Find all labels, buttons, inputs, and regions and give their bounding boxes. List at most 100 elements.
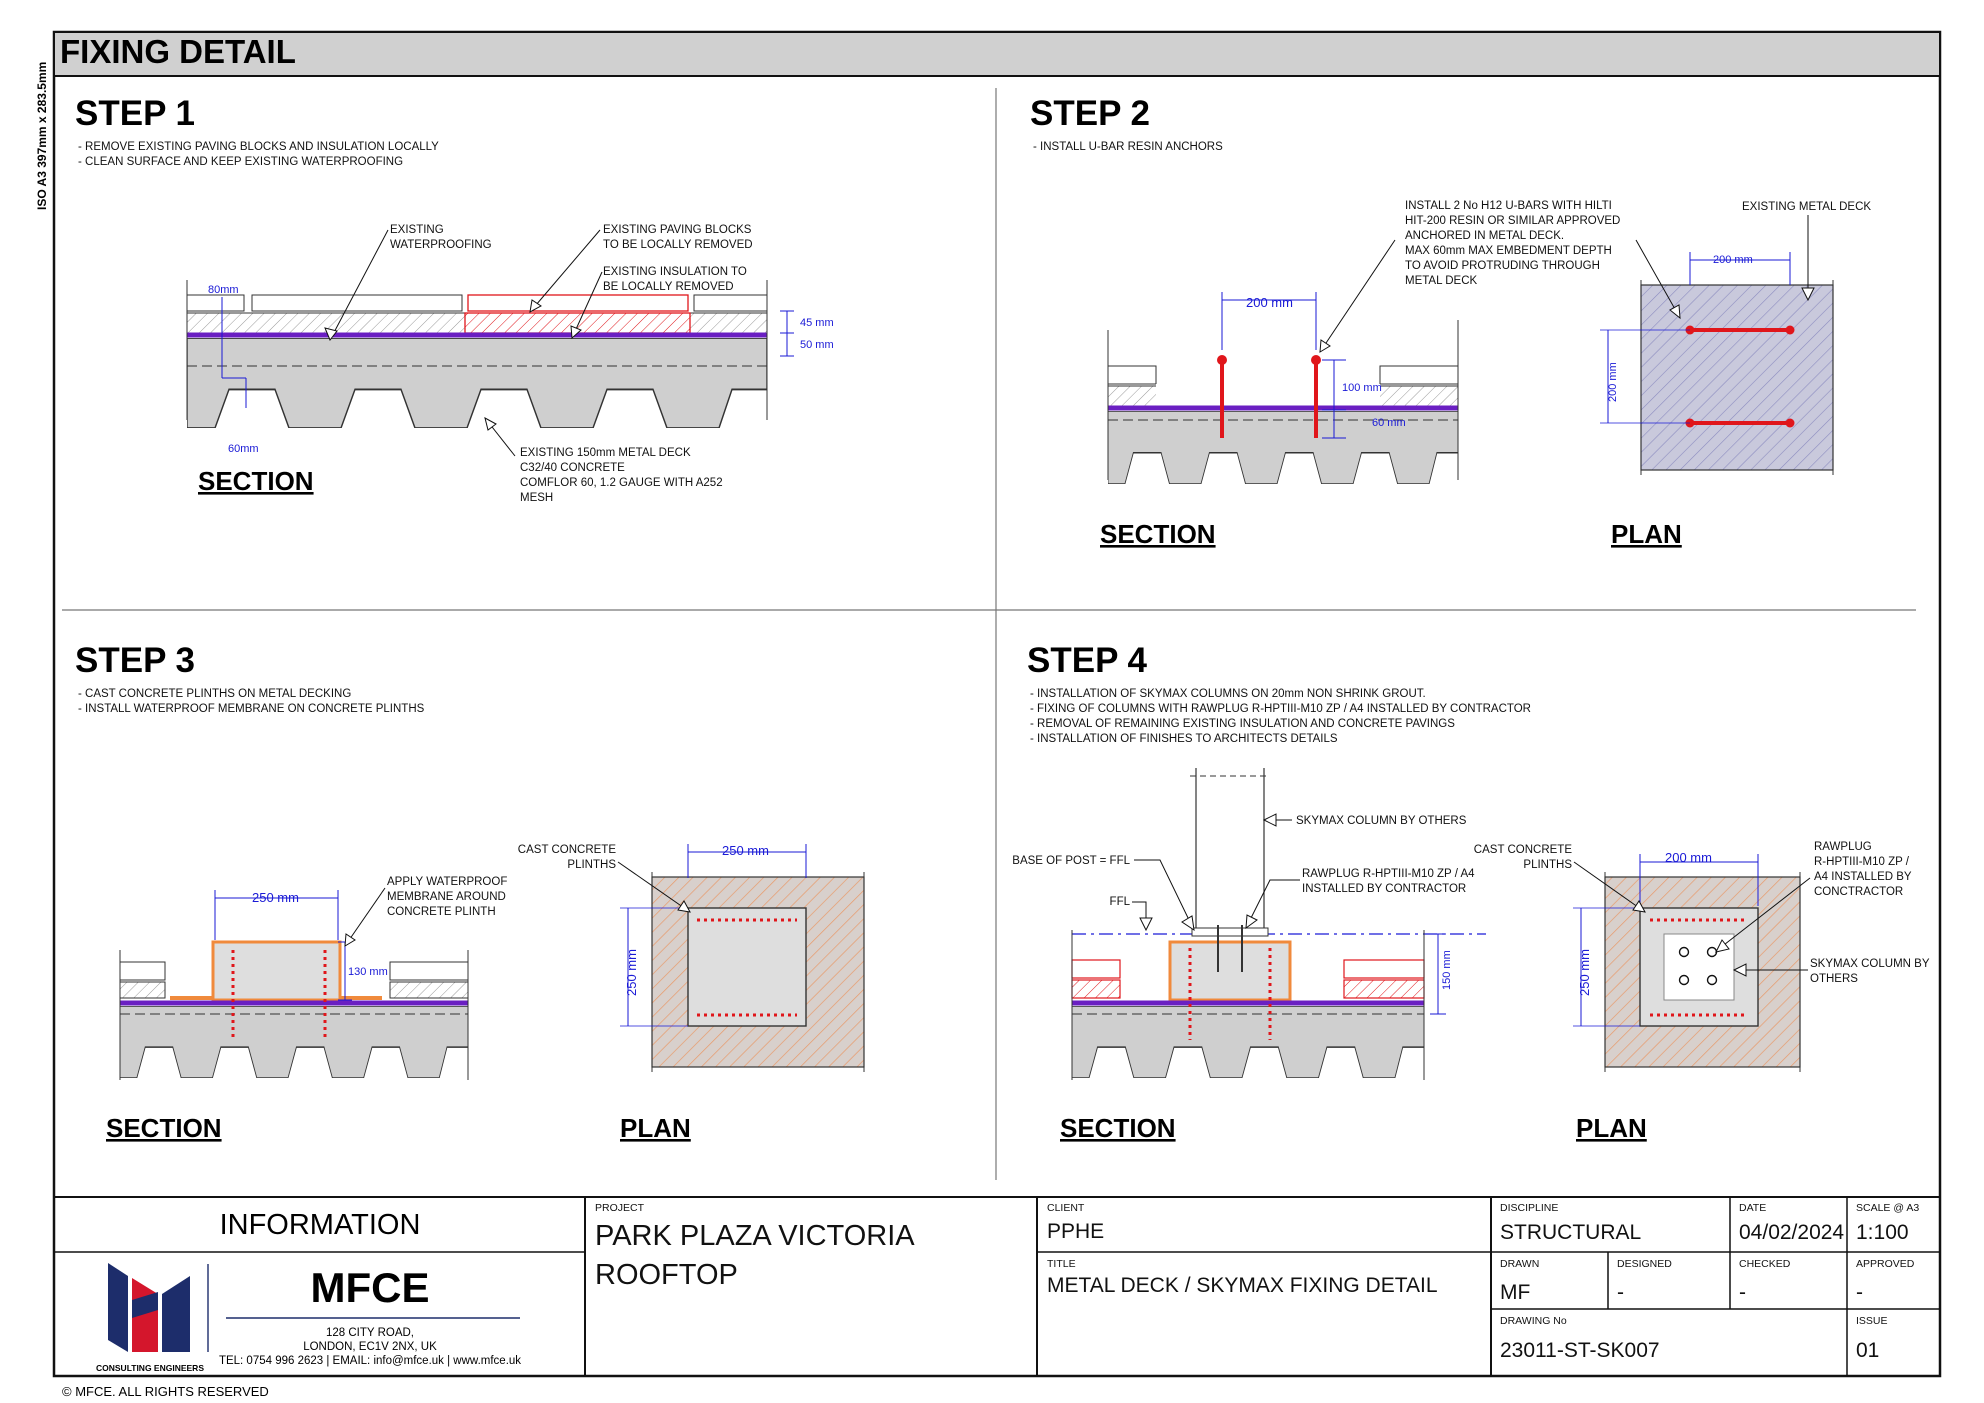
step4-panel: STEP 4 - INSTALLATION OF SKYMAX COLUMNS … <box>1012 641 1930 1143</box>
tb-project-1: PARK PLAZA VICTORIA <box>595 1220 915 1252</box>
step2-dim-200-plan-v: 200 mm <box>1607 362 1619 402</box>
step4-dim-200-plan-h: 200 mm <box>1665 850 1712 865</box>
step3-label-plinths-2: PLINTHS <box>567 859 616 871</box>
dim-80mm: 80mm <box>208 284 239 296</box>
step4-note-3: - REMOVAL OF REMAINING EXISTING INSULATI… <box>1030 718 1455 730</box>
step4-label-column-plan-2: OTHERS <box>1810 973 1858 985</box>
dim-45mm: 45 mm <box>800 317 834 329</box>
step2-label-install-5: TO AVOID PROTRUDING THROUGH <box>1405 260 1600 272</box>
step2-heading: STEP 2 <box>1030 94 1150 133</box>
step1-label-insulation-1: EXISTING INSULATION TO <box>603 266 747 278</box>
company-logo: CONSULTING ENGINEERS <box>96 1263 209 1373</box>
tb-designed-label: DESIGNED <box>1617 1258 1672 1270</box>
tb-checked-label: CHECKED <box>1739 1258 1791 1270</box>
sheet-title: FIXING DETAIL <box>60 33 296 70</box>
step2-labels: INSTALL 2 No H12 U-BARS WITH HILTI HIT-2… <box>1319 200 1620 353</box>
step4-plan-drawing <box>1604 872 1801 1072</box>
step3-label-membrane-2: MEMBRANE AROUND <box>387 891 506 903</box>
tb-information: INFORMATION <box>220 1209 421 1241</box>
step1-labels: EXISTING WATERPROOFING EXISTING PAVING B… <box>324 224 753 504</box>
step2-label-install-1: INSTALL 2 No H12 U-BARS WITH HILTI <box>1405 200 1612 212</box>
tb-scale-label: SCALE @ A3 <box>1856 1202 1919 1214</box>
dim-50mm: 50 mm <box>800 339 834 351</box>
tb-drawing-no: 23011-ST-SK007 <box>1500 1339 1660 1362</box>
tb-drawn: MF <box>1500 1281 1530 1304</box>
step4-plan-labels: CAST CONCRETE PLINTHS RAWPLUG R-HPTIII-M… <box>1474 841 1930 985</box>
step1-label-deck-4: MESH <box>520 492 553 504</box>
iso-label: ISO A3 397mm x 283.5mm <box>35 62 49 210</box>
step2-note-1: - INSTALL U-BAR RESIN ANCHORS <box>1033 141 1223 153</box>
step3-caption-plan: PLAN <box>620 1113 691 1143</box>
tb-address-1: 128 CITY ROAD, <box>326 1327 414 1339</box>
tb-title-label: TITLE <box>1047 1258 1076 1270</box>
step1-label-waterproofing-2: WATERPROOFING <box>390 239 492 251</box>
tb-approved-label: APPROVED <box>1856 1258 1915 1270</box>
step3-label-membrane-1: APPLY WATERPROOF <box>387 876 507 888</box>
tb-project-label: PROJECT <box>595 1202 645 1214</box>
step2-dim-200-plan-h: 200 mm <box>1713 254 1753 266</box>
step2-plan-dimensions: 200 mm 200 mm <box>1600 252 1791 424</box>
tb-client-label: CLIENT <box>1047 1202 1085 1214</box>
step3-panel: STEP 3 - CAST CONCRETE PLINTHS ON METAL … <box>75 641 865 1143</box>
step3-dim-250-plan-v: 250 mm <box>624 949 639 996</box>
step3-plan-labels: CAST CONCRETE PLINTHS <box>518 844 691 913</box>
step4-label-rawplug-plan-1: RAWPLUG <box>1814 841 1872 853</box>
step3-labels: APPLY WATERPROOF MEMBRANE AROUND CONCRET… <box>344 876 507 947</box>
step1-label-paving-1: EXISTING PAVING BLOCKS <box>603 224 752 236</box>
step2-plan-drawing <box>1640 280 1834 475</box>
step4-label-rawplug-plan-2: R-HPTIII-M10 ZP / <box>1814 856 1910 868</box>
tb-issue: 01 <box>1856 1339 1879 1362</box>
step2-label-install-3: ANCHORED IN METAL DECK. <box>1405 230 1564 242</box>
title-block: INFORMATION CONSULTING ENGINEERS MFCE 12… <box>54 1196 1940 1376</box>
tb-scale: 1:100 <box>1856 1221 1909 1244</box>
step4-note-4: - INSTALLATION OF FINISHES TO ARCHITECTS… <box>1030 733 1338 745</box>
step2-caption-section: SECTION <box>1100 519 1216 549</box>
step2-section-drawing <box>1107 320 1459 484</box>
step3-dim-250-section: 250 mm <box>252 890 299 905</box>
step2-label-existing-deck: EXISTING METAL DECK <box>1742 201 1871 213</box>
step1-label-deck-1: EXISTING 150mm METAL DECK <box>520 447 691 459</box>
step4-caption-plan: PLAN <box>1576 1113 1647 1143</box>
step3-note-2: - INSTALL WATERPROOF MEMBRANE ON CONCRET… <box>78 703 425 715</box>
step4-heading: STEP 4 <box>1027 641 1148 680</box>
step4-section-drawing <box>1071 768 1486 1080</box>
step1-section-drawing <box>186 280 768 428</box>
tb-address-3: TEL: 0754 996 2623 | EMAIL: info@mfce.uk… <box>219 1355 521 1367</box>
step2-plan-labels: EXISTING METAL DECK <box>1635 201 1871 320</box>
step2-caption-plan: PLAN <box>1611 519 1682 549</box>
step4-section-labels: SKYMAX COLUMN BY OTHERS BASE OF POST = F… <box>1012 813 1475 932</box>
step3-label-plinths-1: CAST CONCRETE <box>518 844 617 856</box>
step4-label-plinths-1: CAST CONCRETE <box>1474 844 1573 856</box>
step4-dim-150: 150 mm <box>1441 950 1453 990</box>
step3-section-dimensions: 250 mm 130 mm <box>214 890 388 1001</box>
tb-issue-label: ISSUE <box>1856 1315 1888 1327</box>
tb-title: METAL DECK / SKYMAX FIXING DETAIL <box>1047 1274 1438 1297</box>
tb-date: 04/02/2024 <box>1739 1221 1844 1244</box>
step4-label-column-plan-1: SKYMAX COLUMN BY <box>1810 958 1930 970</box>
step2-label-install-4: MAX 60mm MAX EMBEDMENT DEPTH <box>1405 245 1612 257</box>
dim-60mm: 60mm <box>228 443 259 455</box>
step1-heading: STEP 1 <box>75 94 195 133</box>
step4-plan-dimensions: 200 mm 250 mm <box>1573 850 1759 1027</box>
step3-dim-250-plan-h: 250 mm <box>722 843 769 858</box>
step1-label-deck-2: C32/40 CONCRETE <box>520 462 625 474</box>
step4-section-dimensions: 150 mm <box>1430 933 1453 1015</box>
step1-label-deck-3: COMFLOR 60, 1.2 GAUGE WITH A252 <box>520 477 723 489</box>
step1-label-waterproofing-1: EXISTING <box>390 224 444 236</box>
step4-note-1: - INSTALLATION OF SKYMAX COLUMNS ON 20mm… <box>1030 688 1426 700</box>
tb-discipline: STRUCTURAL <box>1500 1221 1641 1244</box>
step1-panel: STEP 1 - REMOVE EXISTING PAVING BLOCKS A… <box>75 94 834 504</box>
tb-company: MFCE <box>311 1264 430 1311</box>
tb-drawn-label: DRAWN <box>1500 1258 1539 1270</box>
tb-consulting: CONSULTING ENGINEERS <box>96 1363 204 1373</box>
tb-client: PPHE <box>1047 1220 1104 1243</box>
step4-label-plinths-2: PLINTHS <box>1523 859 1572 871</box>
step2-label-install-2: HIT-200 RESIN OR SIMILAR APPROVED <box>1405 215 1620 227</box>
step4-label-base: BASE OF POST = FFL <box>1012 855 1130 867</box>
step1-note-1: - REMOVE EXISTING PAVING BLOCKS AND INSU… <box>78 141 439 153</box>
step4-note-2: - FIXING OF COLUMNS WITH RAWPLUG R-HPTII… <box>1030 703 1531 715</box>
step3-dim-130: 130 mm <box>348 966 388 978</box>
step1-label-paving-2: TO BE LOCALLY REMOVED <box>603 239 753 251</box>
copyright: © MFCE. ALL RIGHTS RESERVED <box>62 1384 269 1399</box>
